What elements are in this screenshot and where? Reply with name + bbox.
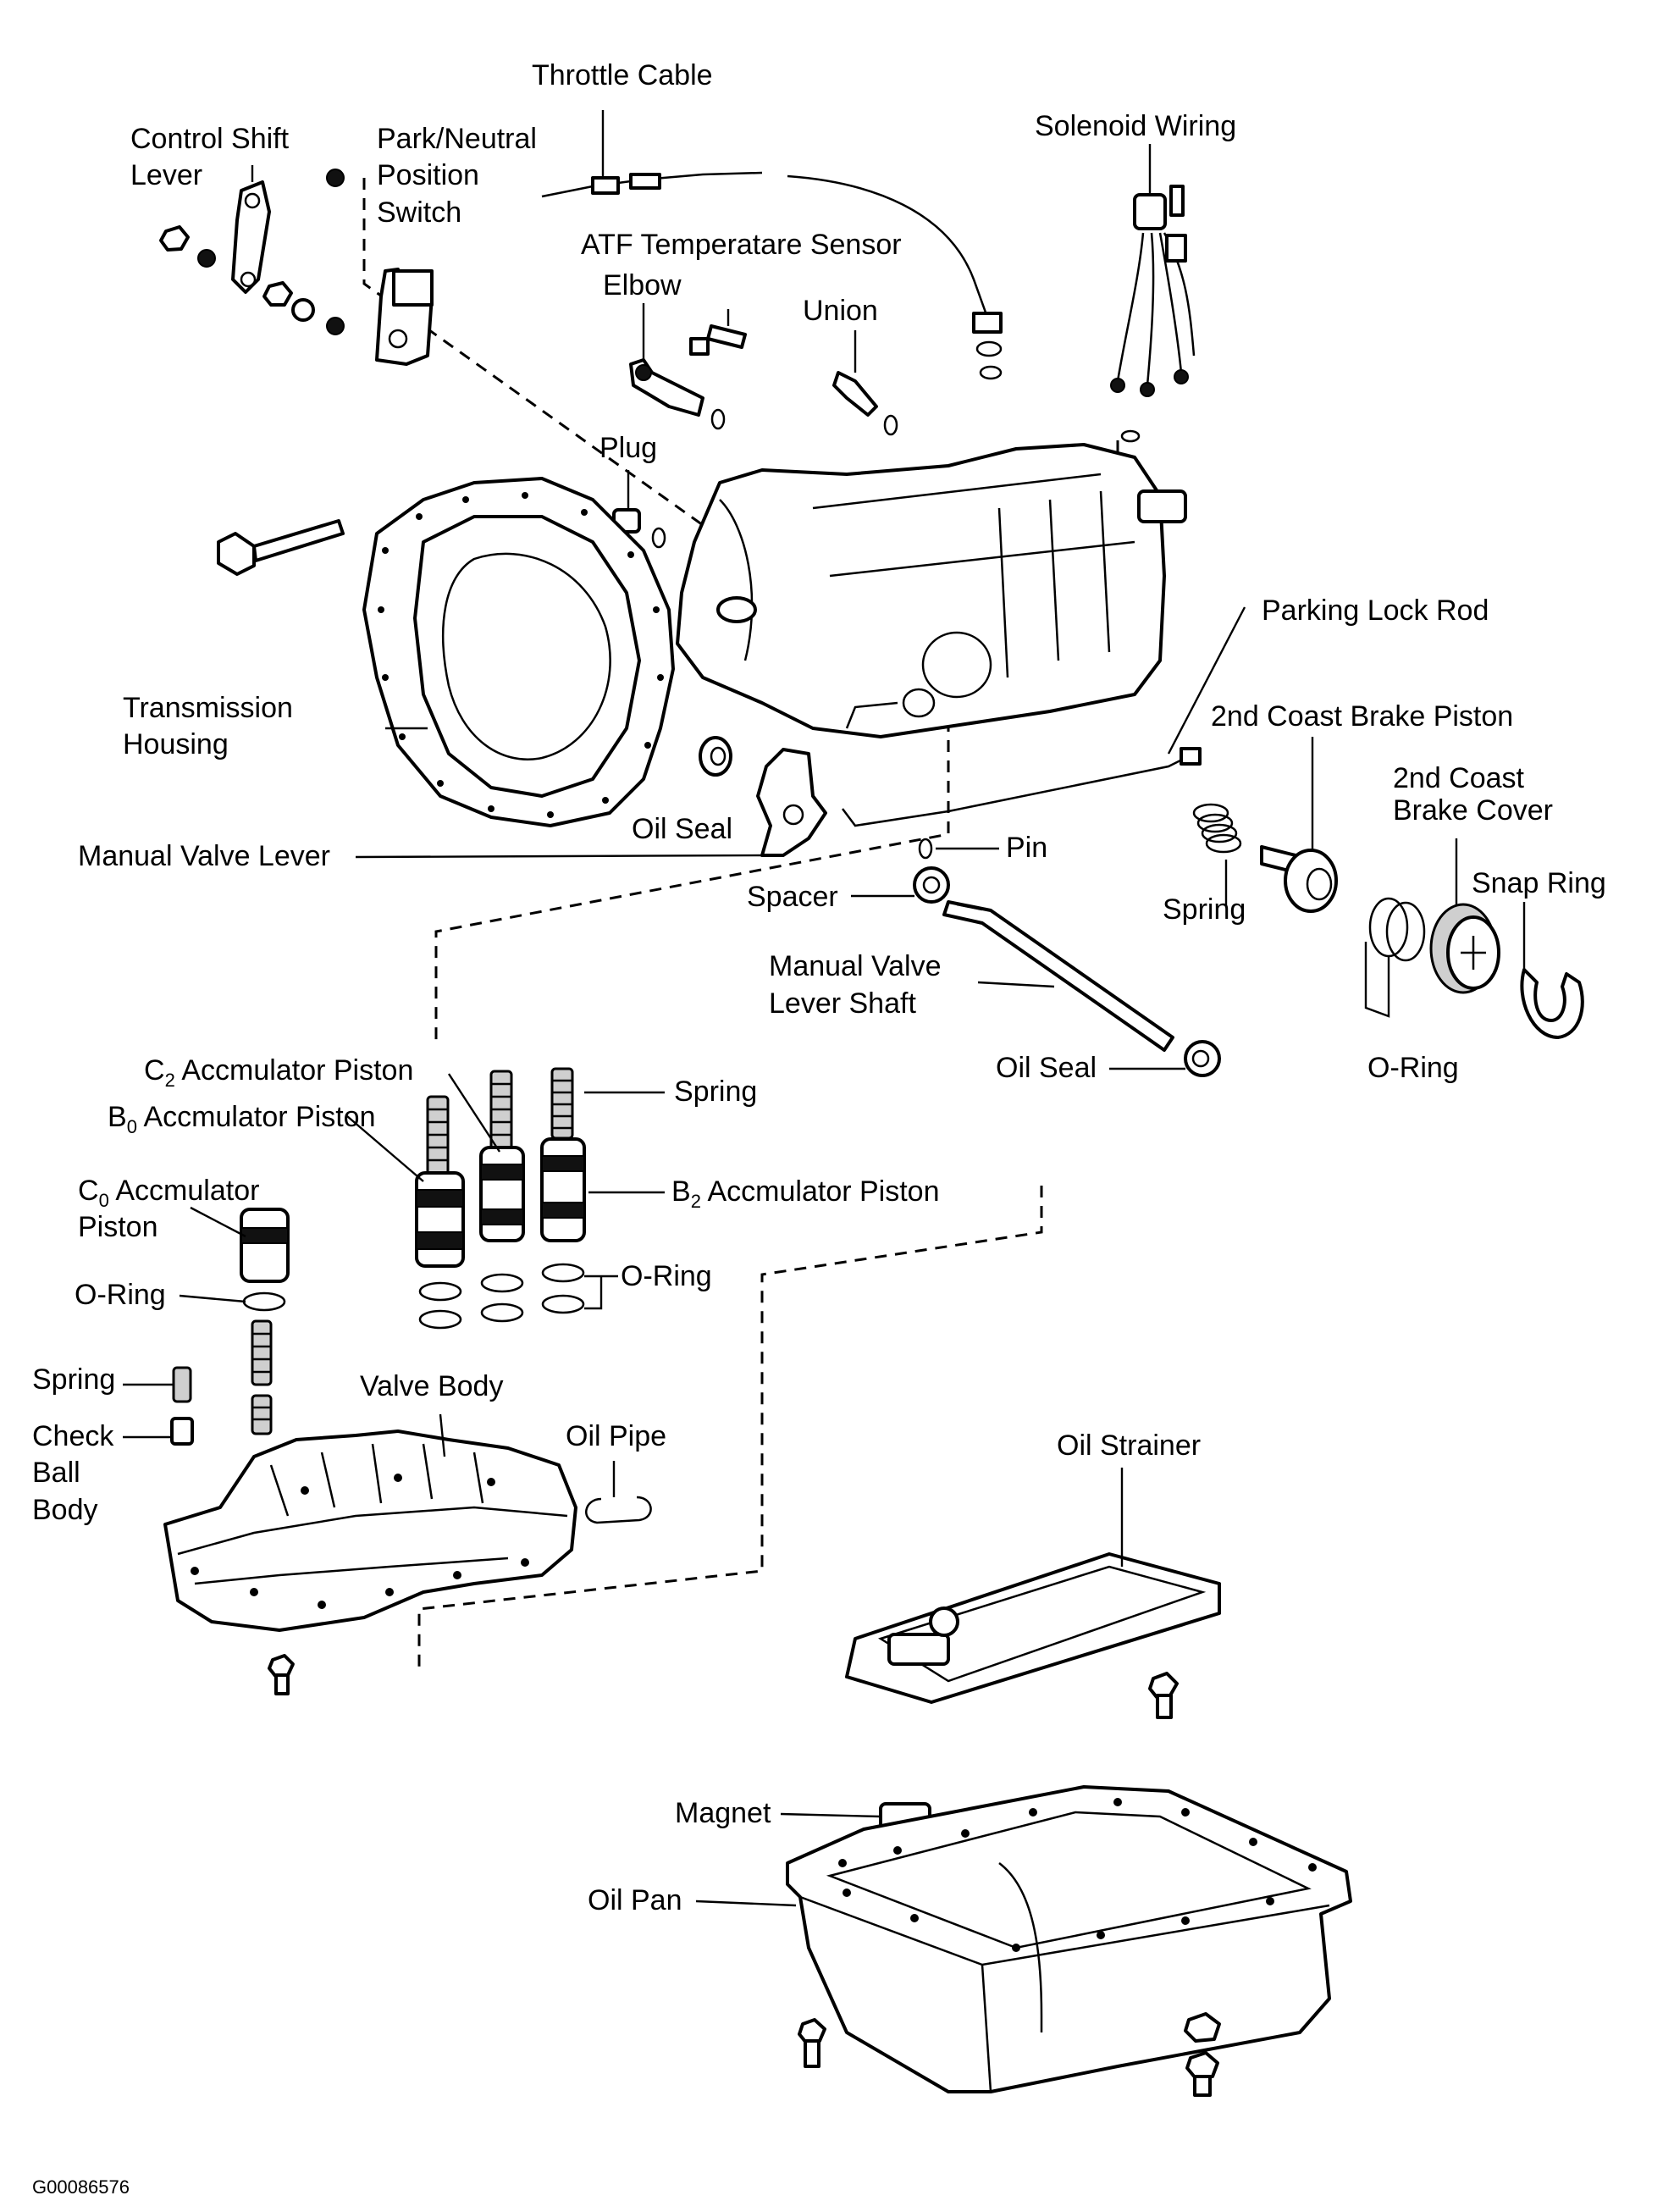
spring-right-part (1192, 803, 1242, 854)
label-check-ball-2: Ball (32, 1457, 80, 1489)
figure-code: G00086576 (32, 2176, 130, 2198)
label-elbow: Elbow (603, 269, 682, 301)
label-check-ball-1: Check (32, 1420, 114, 1452)
label-second-coast-cover-2: Brake Cover (1393, 794, 1553, 827)
coast-o-rings-part (1368, 897, 1426, 962)
label-c0-piston-2: Piston (78, 1211, 158, 1243)
label-control-shift-lever-2: Lever (130, 159, 202, 191)
label-manual-valve-lever: Manual Valve Lever (78, 840, 330, 872)
label-magnet: Magnet (675, 1797, 771, 1829)
solenoid-wiring-part (1110, 144, 1196, 443)
snap-ring-part (1520, 968, 1584, 1039)
label-union: Union (803, 295, 878, 327)
label-o-ring-right: O-Ring (1367, 1052, 1459, 1084)
pin-spacer-parts (913, 838, 950, 904)
label-o-ring-mid: O-Ring (621, 1260, 712, 1292)
label-park-neutral-3: Switch (377, 196, 461, 229)
coast-piston-part (1260, 845, 1338, 913)
labels: Throttle Cable Control Shift Lever Park/… (32, 59, 1606, 1916)
label-second-coast-piston: 2nd Coast Brake Piston (1211, 700, 1513, 733)
valve-body-springs (170, 1319, 273, 1446)
label-b2-piston: B2 Accmulator Piston (671, 1175, 940, 1212)
c2-piston-part (479, 1146, 525, 1242)
label-snap-ring: Snap Ring (1472, 867, 1606, 899)
label-oil-strainer: Oil Strainer (1057, 1430, 1201, 1462)
second-coast-brake-parts (1192, 803, 1584, 1039)
leader-lines (123, 606, 1526, 1907)
label-oil-seal-lower: Oil Seal (996, 1052, 1097, 1084)
oil-pan-part (786, 1785, 1352, 2097)
label-manual-valve-shaft-2: Lever Shaft (769, 987, 916, 1020)
throttle-cable-part (541, 110, 1003, 380)
label-transmission-housing-2: Housing (123, 728, 229, 760)
label-transmission-housing-1: Transmission (123, 692, 293, 724)
b2-piston-part (540, 1137, 586, 1242)
valve-body-part (163, 1430, 577, 1695)
housing-bolt-part (217, 519, 345, 576)
manual-valve-lever-part (756, 748, 827, 857)
manual-valve-lever-shaft-part (942, 900, 1174, 1052)
label-oil-seal-top: Oil Seal (632, 813, 732, 845)
label-b0-piston: B0 Accmulator Piston (108, 1101, 376, 1137)
transmission-case-part (676, 443, 1187, 738)
parking-lock-rod-part (842, 747, 1202, 827)
c0-piston-part (240, 1208, 290, 1283)
coast-cover-part (1429, 903, 1500, 994)
label-oil-pipe: Oil Pipe (566, 1420, 666, 1452)
spring-b2-part (550, 1067, 574, 1140)
spring-c2-part (489, 1070, 513, 1153)
label-spring-mid: Spring (674, 1076, 757, 1108)
label-control-shift-lever-1: Control Shift (130, 123, 290, 155)
oil-seal-lower-part (1184, 1040, 1221, 1077)
oil-strainer-part (845, 1552, 1221, 1719)
accumulator-pistons (240, 1137, 586, 1283)
label-oil-pan: Oil Pan (588, 1884, 682, 1916)
control-shift-lever-part (159, 165, 345, 335)
label-park-neutral-1: Park/Neutral (377, 123, 537, 155)
label-check-ball-3: Body (32, 1494, 98, 1526)
label-park-neutral-2: Position (377, 159, 479, 191)
oil-seal-upper-part (699, 736, 732, 777)
oil-pipe-part (585, 1496, 652, 1524)
label-parking-lock-rod: Parking Lock Rod (1262, 594, 1489, 627)
label-valve-body: Valve Body (360, 1370, 503, 1402)
label-spring-left: Spring (32, 1363, 115, 1396)
label-manual-valve-shaft-1: Manual Valve (769, 950, 942, 982)
label-solenoid-wiring: Solenoid Wiring (1035, 110, 1236, 142)
label-spacer: Spacer (747, 881, 838, 913)
park-neutral-switch-part (326, 169, 434, 366)
label-atf-sensor: ATF Temperatare Sensor (581, 229, 902, 261)
label-plug: Plug (599, 432, 657, 464)
label-c0-piston-1: C0 Accmulator (78, 1175, 259, 1211)
label-spring-right: Spring (1163, 893, 1246, 926)
piston-o-rings (242, 1263, 585, 1330)
atf-sensor-elbow-union-parts (629, 303, 898, 436)
b0-piston-part (415, 1171, 465, 1268)
label-second-coast-cover-1: 2nd Coast (1393, 762, 1525, 794)
label-pin: Pin (1006, 832, 1047, 864)
label-throttle-cable: Throttle Cable (532, 59, 713, 91)
label-o-ring-left: O-Ring (75, 1279, 166, 1311)
label-c2-piston: C2 Accmulator Piston (144, 1054, 413, 1091)
transmission-housing-part (362, 477, 675, 827)
